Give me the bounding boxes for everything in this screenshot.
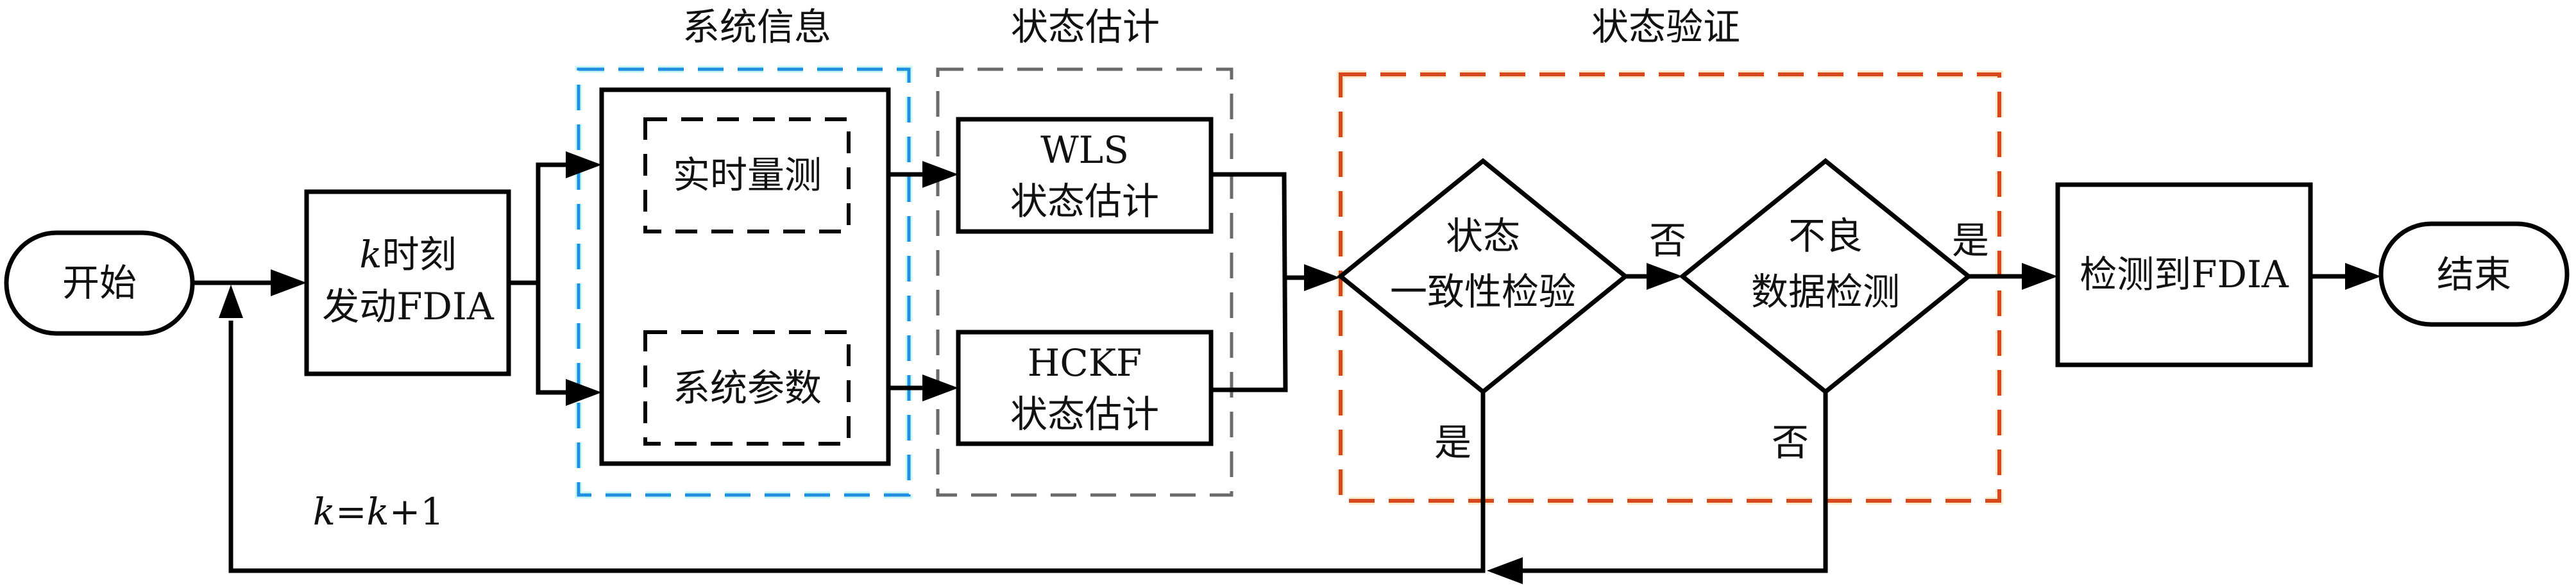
baddata-label-line1: 不良	[1788, 214, 1863, 258]
group-title-system-info: 系统信息	[682, 5, 831, 49]
consistency-label-line1: 状态	[1446, 214, 1520, 258]
var-k: k	[367, 490, 389, 533]
realtime-measurement-label: 实时量测	[673, 153, 822, 197]
hckf-estimator-box[interactable]	[956, 330, 1214, 446]
arrowhead	[922, 374, 958, 401]
var-k: k	[313, 490, 335, 533]
end-label: 结束	[2437, 253, 2511, 296]
edge-label-consistency-no: 否	[1649, 219, 1686, 262]
plus-one: +1	[389, 490, 445, 533]
edge-loop-back	[228, 321, 1486, 573]
state-verification-frame	[1339, 72, 2001, 503]
loop-increment-label: k=k+1	[313, 490, 444, 533]
var-k: k	[359, 233, 382, 276]
hckf-label: HCKF	[1028, 341, 1142, 385]
end-terminal[interactable]	[2378, 221, 2570, 327]
arrowhead	[271, 269, 307, 296]
edge-label-consistency-yes: 是	[1434, 421, 1471, 464]
bad-data-detection-diamond[interactable]	[1679, 158, 1972, 395]
hckf-sublabel: 状态估计	[1010, 392, 1159, 436]
arrowhead	[922, 161, 958, 188]
arrowhead	[2022, 263, 2058, 290]
arrowhead	[219, 285, 243, 318]
edge-label-baddata-yes: 是	[1952, 219, 1989, 262]
system-info-frame	[577, 67, 911, 497]
start-terminal[interactable]	[4, 230, 195, 336]
arrowhead	[566, 151, 602, 178]
arrowhead	[566, 379, 602, 406]
group-title-state-verification: 状态验证	[1591, 5, 1740, 49]
group-title-state-estimation: 状态估计	[1011, 5, 1160, 49]
arrowhead	[2345, 263, 2381, 290]
attack-launch-box[interactable]	[304, 189, 511, 376]
system-parameters-box[interactable]	[643, 330, 851, 446]
realtime-measurement-box[interactable]	[643, 117, 851, 233]
arrowhead	[1647, 263, 1682, 290]
equals-sign: =	[335, 490, 367, 533]
wls-estimator-box[interactable]	[956, 117, 1214, 234]
system-info-box[interactable]	[599, 87, 891, 466]
start-label: 开始	[62, 261, 137, 305]
wls-sublabel: 状态估计	[1010, 180, 1159, 223]
edge-fork	[536, 162, 568, 395]
edge-baddata-no	[1520, 392, 1828, 573]
attack-launch-line2: 发动FDIA	[322, 285, 495, 328]
edge-estimators-merge	[1211, 172, 1288, 392]
attack-time-label: 时刻	[382, 233, 457, 276]
fdia-detected-box[interactable]	[2055, 182, 2313, 367]
edge-label-baddata-no: 否	[1772, 421, 1809, 464]
fdia-detected-label: 检测到FDIA	[2080, 253, 2289, 296]
connectors	[192, 151, 2381, 584]
system-parameters-label: 系统参数	[673, 366, 822, 410]
arrowhead	[1487, 557, 1523, 584]
arrowhead	[1304, 264, 1340, 291]
attack-launch-line1: k时刻	[359, 233, 456, 276]
consistency-label-line2: 一致性检验	[1390, 270, 1576, 314]
wls-label: WLS	[1040, 128, 1129, 172]
baddata-label-line2: 数据检测	[1751, 270, 1900, 314]
consistency-check-diamond[interactable]	[1337, 158, 1629, 395]
